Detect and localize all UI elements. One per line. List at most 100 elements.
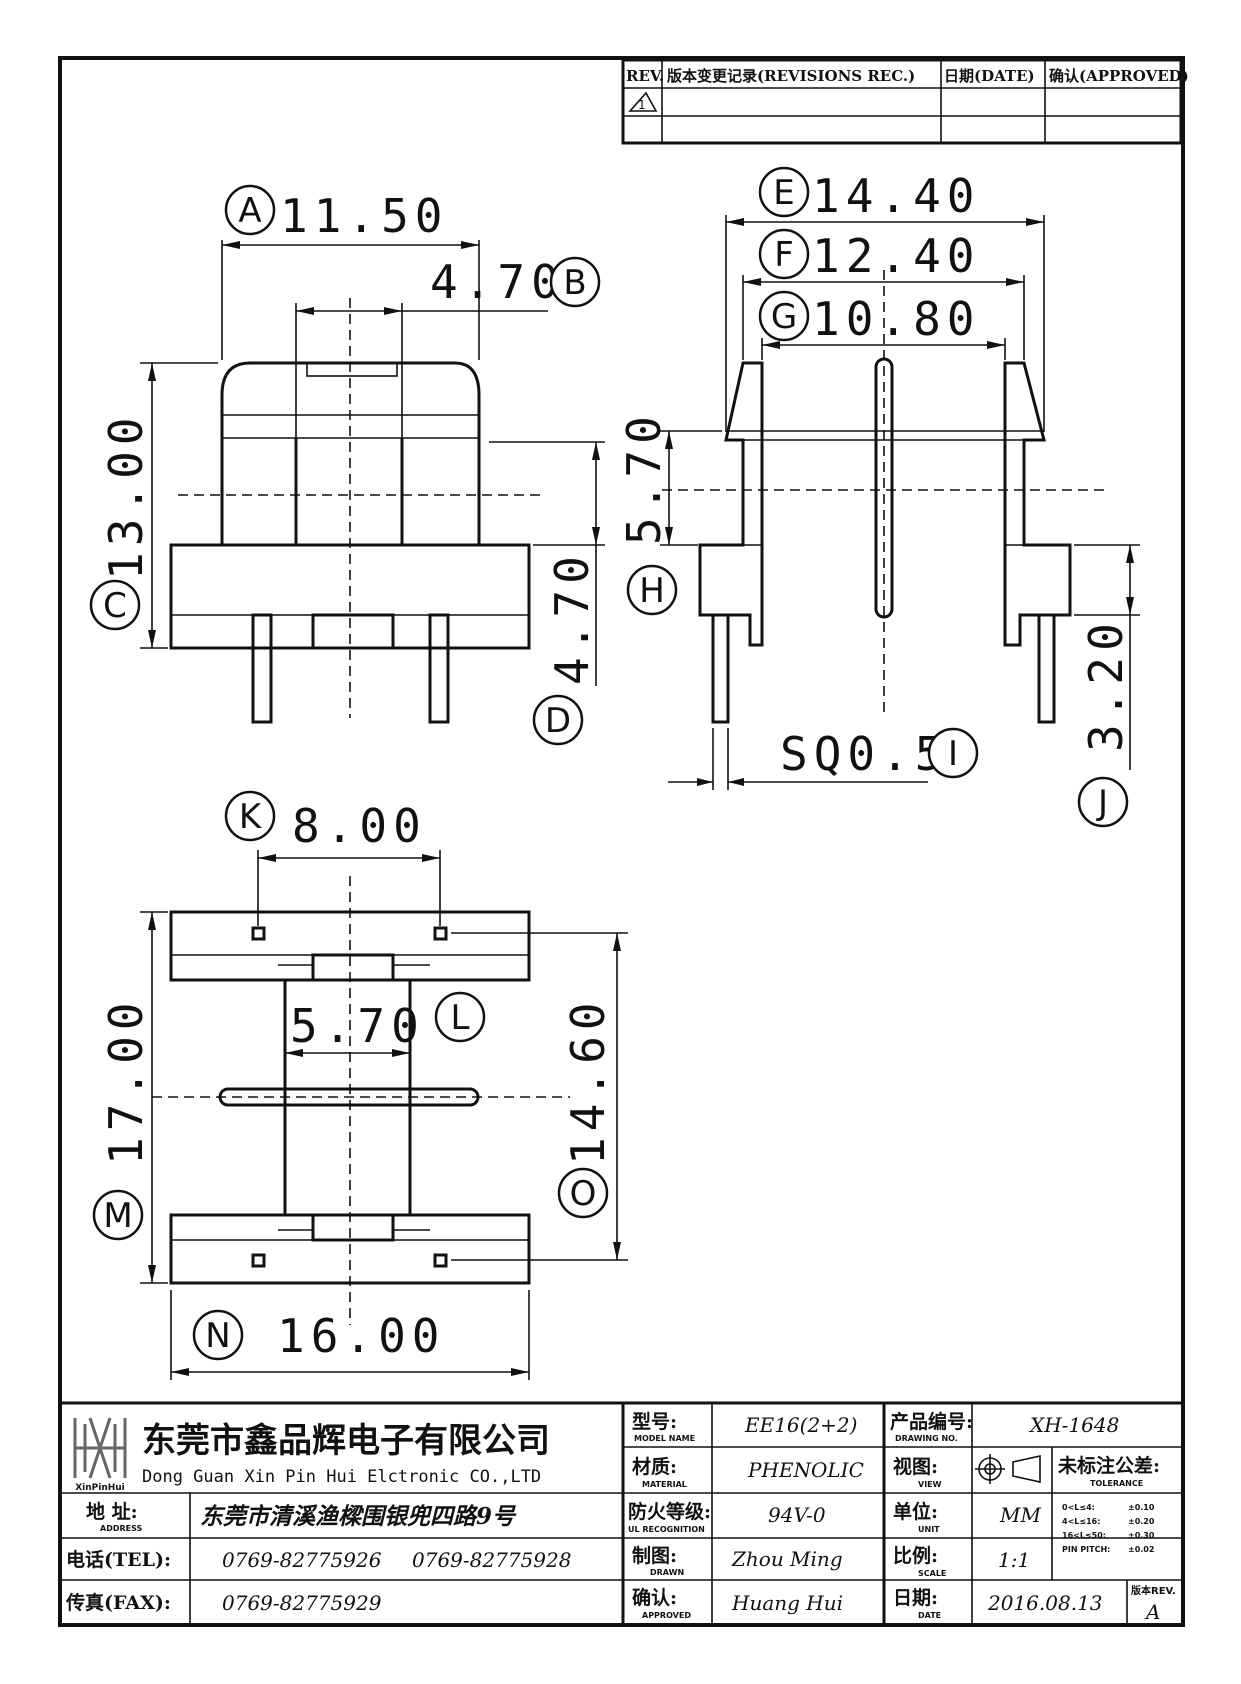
dim-g-value: 10.80 <box>812 292 980 346</box>
date-label: 日期: <box>893 1587 938 1609</box>
material-value: PHENOLIC <box>747 1458 864 1482</box>
dim-f-value: 12.40 <box>812 229 980 283</box>
side-view <box>660 215 1140 790</box>
revision-record-header: 版本变更记录(REVISIONS REC.) <box>667 67 915 85</box>
unit-label-en: UNIT <box>918 1525 940 1534</box>
fax-label: 传真(FAX): <box>65 1591 171 1614</box>
date-col-header: 日期(DATE) <box>944 67 1035 85</box>
dim-j-marker <box>1077 776 1129 828</box>
tolerance-range-2: 4<L≤16: <box>1062 1517 1100 1526</box>
dim-e-value: 14.40 <box>812 169 980 223</box>
tolerance-range-1: 0<L≤4: <box>1062 1503 1095 1512</box>
rev-col-header: REV. <box>626 67 664 85</box>
date-value: 2016.08.13 <box>987 1591 1103 1615</box>
dim-g-marker <box>758 290 810 342</box>
dim-d-letter: D <box>545 701 571 741</box>
dim-d-value: 4.70 <box>545 550 599 685</box>
drawn-value: Zhou Ming <box>731 1547 843 1571</box>
dim-e-marker <box>758 166 810 218</box>
drawn-label-en: DRAWN <box>650 1568 684 1577</box>
dim-b-letter: B <box>563 263 586 303</box>
logo-text: XinPinHui <box>75 1483 125 1493</box>
scale-value: 1:1 <box>998 1548 1030 1572</box>
dim-h-marker <box>626 564 678 616</box>
tel-label: 电话(TEL): <box>66 1548 171 1571</box>
company-name-cn: 东莞市鑫品辉电子有限公司 <box>142 1421 550 1461</box>
dim-l-value: 5.70 <box>290 999 425 1053</box>
ul-value: 94V-0 <box>768 1503 826 1527</box>
dim-c-letter: C <box>103 586 127 626</box>
approved-label: 确认: <box>632 1586 677 1609</box>
tolerance-value-2: ±0.20 <box>1128 1517 1155 1526</box>
approved-col-header: 确认(APPROVED) <box>1049 67 1189 85</box>
model-value: EE16(2+2) <box>744 1413 857 1437</box>
dim-b-value: 4.70 <box>430 255 565 309</box>
dim-j-letter: J <box>1096 783 1108 823</box>
dim-i-marker <box>927 727 979 779</box>
dim-l-letter: L <box>451 998 470 1038</box>
scale-label: 比例: <box>893 1544 938 1567</box>
dim-i-value: SQ0.5 <box>780 727 948 781</box>
dim-f-marker <box>758 228 810 280</box>
drawing-no-label: 产品编号: <box>890 1410 973 1433</box>
dim-f-letter: F <box>774 235 794 275</box>
tel-2: 0769-82775928 <box>412 1548 571 1572</box>
drawn-label: 制图: <box>632 1544 677 1567</box>
dim-m-letter: M <box>103 1196 132 1236</box>
title-block: XinPinHui 东莞市鑫品辉电子有限公司 Dong Guan Xin Pin… <box>60 1401 1183 1625</box>
address-label: 地 址: <box>86 1500 138 1523</box>
view-label: 视图: <box>893 1455 938 1478</box>
dim-c-marker <box>89 579 141 631</box>
unit-label: 单位: <box>893 1500 938 1523</box>
tolerance-value-1: ±0.10 <box>1128 1503 1155 1512</box>
dim-n-value: 16.00 <box>277 1309 445 1363</box>
dim-b-marker <box>549 256 601 308</box>
address-label-en: ADDRESS <box>100 1524 143 1533</box>
dim-a-marker <box>224 184 276 236</box>
dim-o-value: 14.60 <box>561 997 615 1165</box>
dim-k-letter: K <box>239 797 263 837</box>
tolerance-range-3: 16<L≤50: <box>1062 1531 1106 1540</box>
dim-o-letter: O <box>570 1174 597 1214</box>
dim-k-value: 8.00 <box>292 799 427 853</box>
tolerance-value-3: ±0.30 <box>1128 1531 1155 1540</box>
dim-e-letter: E <box>773 173 794 213</box>
drawing-no-value: XH-1648 <box>1028 1413 1119 1437</box>
dim-g-letter: G <box>771 297 797 337</box>
date-label-en: DATE <box>918 1611 941 1620</box>
dim-h-letter: H <box>639 571 665 611</box>
tolerance-value-4: ±0.02 <box>1128 1545 1154 1554</box>
company-name-en: Dong Guan Xin Pin Hui Elctronic CO.,LTD <box>142 1467 541 1487</box>
projection-symbol-icon <box>975 1454 1041 1484</box>
view-label-en: VIEW <box>918 1480 942 1489</box>
rev-value: A <box>1144 1600 1160 1624</box>
revision-mark: 1 <box>638 98 646 112</box>
ul-label-en: UL RECOGNITION <box>628 1525 705 1534</box>
revision-triangle-icon <box>628 91 658 112</box>
dim-i-letter: I <box>948 734 958 774</box>
dim-k-marker <box>224 790 276 842</box>
dim-n-letter: N <box>205 1316 230 1356</box>
revision-table: REV. 版本变更记录(REVISIONS REC.) 日期(DATE) 确认(… <box>621 58 1189 145</box>
dim-a-value: 11.50 <box>280 189 448 243</box>
tolerance-label-en: TOLERANCE <box>1090 1479 1143 1488</box>
tel-1: 0769-82775926 <box>222 1548 382 1572</box>
approved-value: Huang Hui <box>731 1591 843 1615</box>
dim-j-value: 3.20 <box>1079 617 1133 752</box>
dim-m-value: 17.00 <box>99 997 153 1165</box>
dim-m-marker <box>92 1189 144 1241</box>
model-label: 型号: <box>632 1410 677 1433</box>
ul-label: 防火等级: <box>628 1500 711 1523</box>
tolerance-range-4: PIN PITCH: <box>1062 1545 1110 1554</box>
bottom-view <box>140 850 628 1380</box>
model-label-en: MODEL NAME <box>634 1434 695 1443</box>
dim-a-letter: A <box>238 191 261 231</box>
drawing-no-label-en: DRAWING NO. <box>895 1434 958 1443</box>
front-view <box>140 240 605 724</box>
dim-d-marker <box>532 694 584 746</box>
material-label: 材质: <box>632 1455 677 1478</box>
rev-label: 版本REV. <box>1131 1584 1176 1597</box>
sheet-border <box>58 56 1185 1627</box>
unit-value: MM <box>999 1503 1041 1527</box>
